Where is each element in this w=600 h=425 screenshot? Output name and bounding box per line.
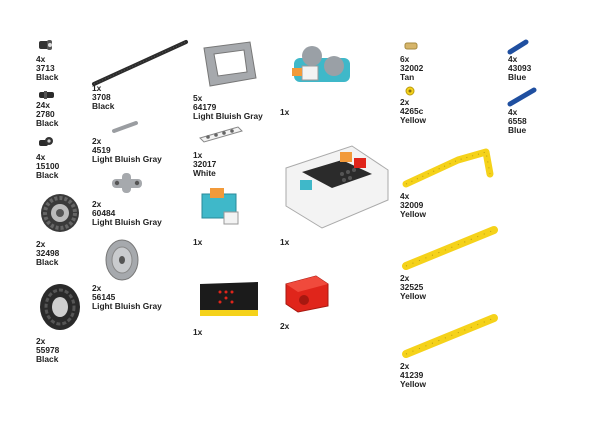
beam-icon [402, 226, 498, 270]
friction-pin-icon [404, 42, 418, 50]
part-label-sensor: 1x [193, 237, 203, 247]
liftarm-icon [199, 126, 243, 143]
pin-connector-icon [39, 91, 54, 99]
controller-board-icon [285, 145, 389, 229]
pin-with-hole-icon [39, 137, 53, 146]
axle-pin-icon [507, 39, 529, 55]
microbit-icon [200, 282, 258, 316]
hub-icon [105, 239, 139, 281]
part-label-ultrasonic: 1x [280, 107, 290, 117]
yellow-pin-icon [405, 86, 415, 96]
tire-icon [40, 284, 80, 330]
axle-joiner-icon [112, 173, 142, 193]
wheel-icon [41, 194, 79, 232]
ultrasonic-sensor-icon [292, 46, 350, 82]
motor-icon [285, 275, 329, 313]
part-label-motor: 2x [280, 321, 290, 331]
bush-icon [39, 40, 52, 50]
part-label-microbit: 1x [193, 327, 203, 337]
short-axle-icon [112, 121, 138, 133]
axle-pin-icon [507, 87, 537, 107]
part-label-controller: 1x [280, 237, 290, 247]
frame-icon [203, 41, 257, 87]
bent-beam-icon [402, 148, 494, 188]
axle-icon [92, 40, 188, 86]
beam-icon [402, 314, 498, 358]
sensor-icon [201, 188, 239, 225]
